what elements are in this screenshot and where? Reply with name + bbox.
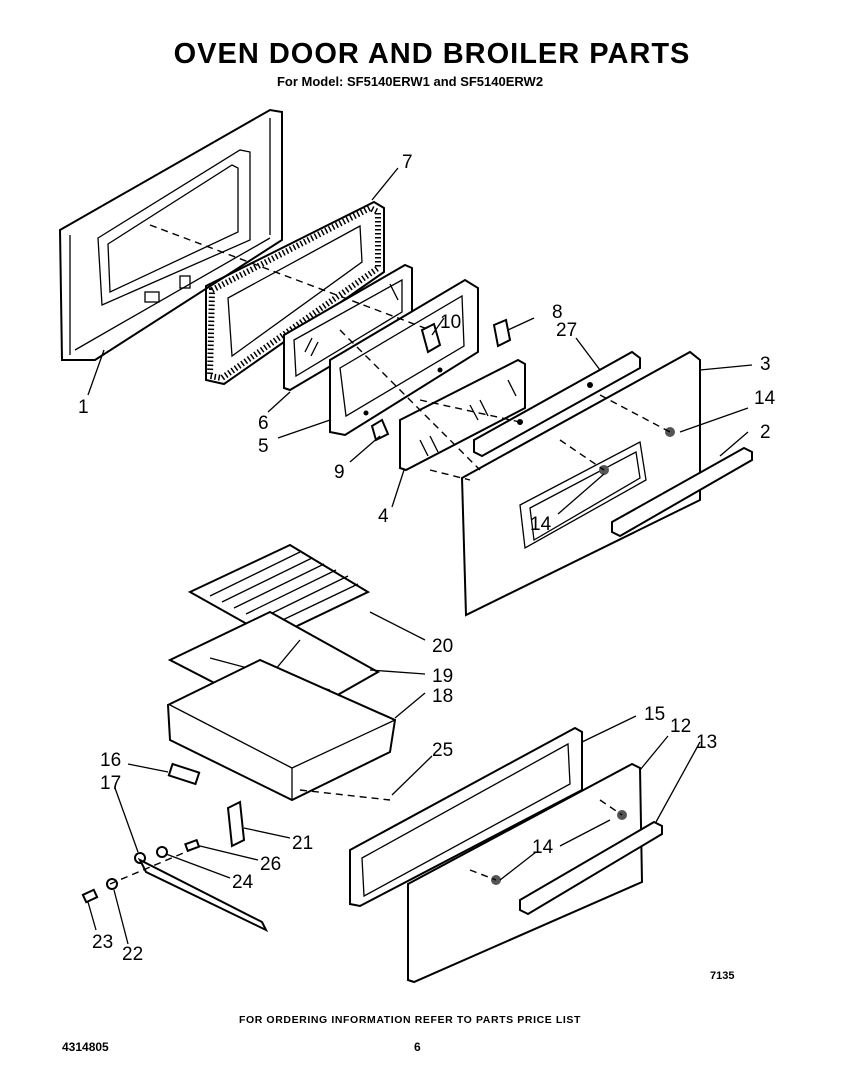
spring	[167, 762, 201, 786]
callout-21: 21	[292, 833, 313, 854]
outer-glass	[399, 358, 526, 472]
document-number: 4314805	[62, 1040, 109, 1054]
callout-15: 15	[644, 704, 665, 725]
callout-8: 8	[552, 302, 563, 323]
callout-17: 17	[100, 773, 121, 794]
callout-19: 19	[432, 666, 453, 687]
outer-door-panel	[460, 350, 701, 617]
callout-18: 18	[432, 686, 453, 707]
callout-10: 10	[440, 312, 461, 333]
callout-7: 7	[402, 152, 413, 173]
callout-14-upper: 14	[754, 388, 776, 409]
callout-24: 24	[232, 872, 254, 893]
callout-13: 13	[696, 732, 717, 753]
page-title: OVEN DOOR AND BROILER PARTS	[173, 38, 691, 70]
callout-26: 26	[260, 854, 281, 875]
callout-4: 4	[378, 506, 389, 527]
callout-14-drawer: 14	[532, 837, 554, 858]
callout-labels: 1 2 3 4 5 6 7 8 9 10 14 14 14 27 20 19 1…	[78, 152, 776, 965]
callout-3: 3	[760, 354, 771, 375]
callout-25: 25	[432, 740, 453, 761]
broiler-pan	[166, 658, 397, 802]
page-number: 6	[414, 1040, 421, 1054]
callout-14-door: 14	[530, 514, 552, 535]
callout-6: 6	[258, 413, 269, 434]
callout-12: 12	[670, 716, 691, 737]
callout-27: 27	[556, 320, 577, 341]
inner-door-liner	[58, 108, 283, 361]
callout-9: 9	[334, 462, 345, 483]
ordering-note: FOR ORDERING INFORMATION REFER TO PARTS …	[238, 1014, 582, 1026]
drawer-bracket	[226, 800, 246, 848]
diagram-code: 7135	[710, 970, 735, 982]
callout-2: 2	[760, 422, 771, 443]
door-gasket	[205, 200, 385, 386]
door-handle	[611, 446, 753, 538]
callout-5: 5	[258, 436, 269, 457]
callout-23: 23	[92, 932, 113, 953]
callout-16: 16	[100, 750, 121, 771]
callout-20: 20	[432, 636, 453, 657]
drawer-handle	[519, 820, 663, 916]
broiler-grid	[187, 543, 371, 640]
callout-1: 1	[78, 397, 89, 418]
callout-22: 22	[122, 944, 143, 965]
inner-glass-panel	[329, 278, 479, 437]
model-subtitle: For Model: SF5140ERW1 and SF5140ERW2	[276, 74, 544, 89]
leader-lines	[87, 167, 753, 945]
top-trim	[473, 350, 641, 458]
alignment-lines	[109, 224, 671, 885]
